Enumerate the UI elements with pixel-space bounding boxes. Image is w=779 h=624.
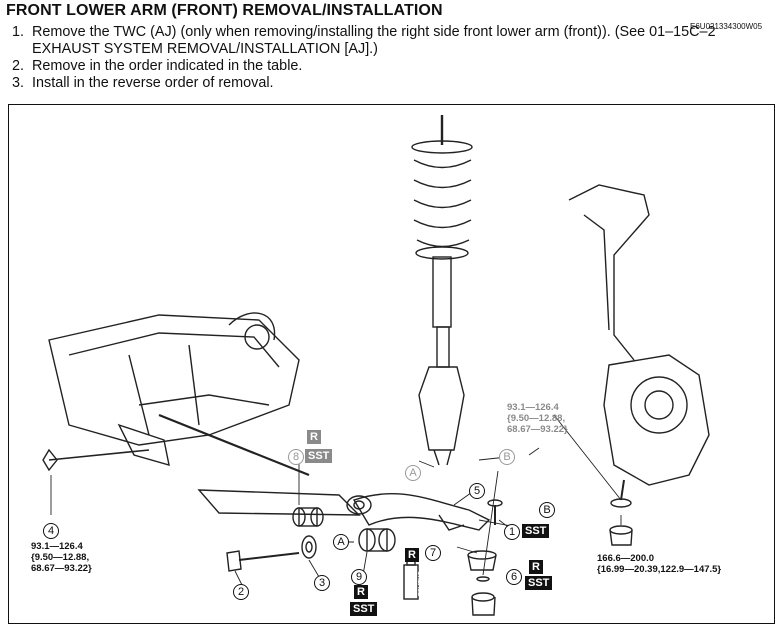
step-text: Remove the TWC (AJ) (only when removing/… xyxy=(32,24,716,57)
bushings-and-bolts xyxy=(42,448,503,616)
callout-7: 7 xyxy=(425,545,441,561)
callout-a-lower: A xyxy=(333,534,349,550)
tag-sst-9: SST xyxy=(350,602,378,616)
exploded-view-diagram: 1 2 3 4 5 6 7 8 9 A A B B R SST SST R R … xyxy=(8,104,775,624)
steering-knuckle-illustration xyxy=(568,184,710,546)
subframe-illustration xyxy=(48,312,361,516)
step-item: 2. Remove in the order indicated in the t… xyxy=(12,58,772,75)
step-number: 3. xyxy=(12,75,25,91)
tag-r-6: R xyxy=(529,560,543,574)
torque-spec-middle: 93.1—126.4 {9.50—12.88, 68.67—93.22} xyxy=(507,402,568,435)
tag-sst-1: SST xyxy=(522,524,550,538)
lower-arm-illustration xyxy=(346,493,491,531)
step-item: 1. Remove the TWC (AJ) (only when removin… xyxy=(12,24,772,58)
callout-a-upper: A xyxy=(405,465,421,481)
step-text: Install in the reverse order of removal. xyxy=(32,75,274,91)
torque-spec-left: 93.1—126.4 {9.50—12.88, 68.67—93.22} xyxy=(31,541,92,574)
callout-3: 3 xyxy=(314,575,330,591)
step-number: 1. xyxy=(12,24,25,40)
tag-r-7: R xyxy=(405,548,419,562)
tag-r-9: R xyxy=(354,585,368,599)
step-text: Remove in the order indicated in the tab… xyxy=(32,58,303,74)
callout-5: 5 xyxy=(469,483,485,499)
callout-2: 2 xyxy=(233,584,249,600)
callout-b-upper: B xyxy=(499,449,515,465)
callout-9: 9 xyxy=(351,569,367,585)
page-title: FRONT LOWER ARM (FRONT) REMOVAL/INSTALLA… xyxy=(6,2,443,19)
torque-spec-right: 166.6—200.0 {16.99—20.39,122.9—147.5} xyxy=(597,553,722,575)
grease-label: GREASE xyxy=(416,570,423,597)
document-id: E6U021334300W05 xyxy=(690,22,763,31)
step-item: 3. Install in the reverse order of remova… xyxy=(12,75,772,92)
callout-6: 6 xyxy=(506,569,522,585)
callout-8: 8 xyxy=(288,449,304,465)
diagram-drawing xyxy=(42,115,710,616)
step-number: 2. xyxy=(12,58,25,74)
callout-b-lower: B xyxy=(539,502,555,518)
procedure-steps: 1. Remove the TWC (AJ) (only when removin… xyxy=(12,24,772,92)
callout-4: 4 xyxy=(43,523,59,539)
tag-r-grey: R xyxy=(307,430,321,444)
tag-sst-grey: SST xyxy=(305,449,333,463)
shock-absorber-illustration xyxy=(411,115,473,466)
callout-1: 1 xyxy=(504,524,520,540)
tag-sst-6: SST xyxy=(525,576,553,590)
